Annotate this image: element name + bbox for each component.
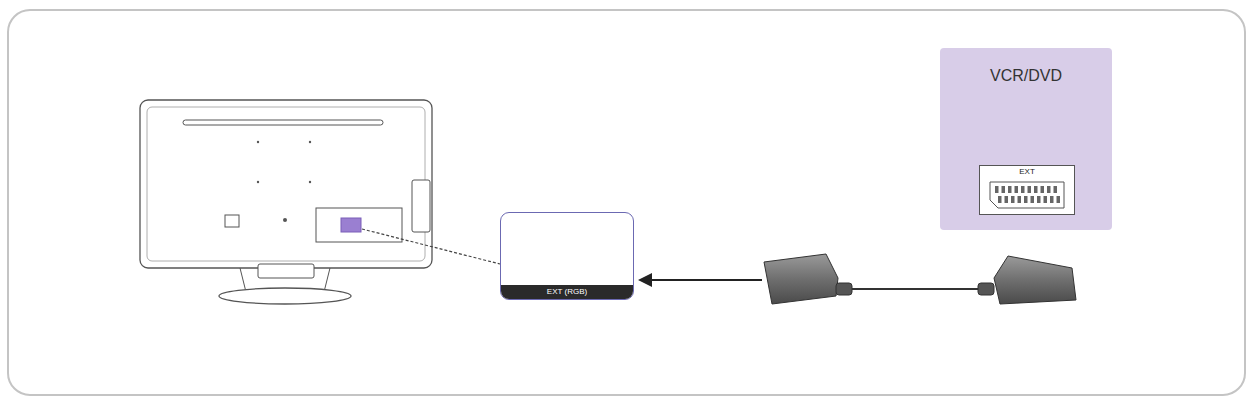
port-label: EXT (RGB) [501,285,633,299]
port-label: EXT [980,167,1074,177]
insert-arrow [638,273,762,287]
scart-cable [764,254,1076,304]
frame [8,10,1245,395]
leader-line [362,229,500,264]
ext-port-box: EXT [979,165,1075,215]
tv-back [140,100,432,304]
device-name: VCR/DVD [940,66,1112,85]
port-zoom-box: EXT (RGB) [500,212,634,300]
device-panel: VCR/DVD EXT [940,48,1112,230]
